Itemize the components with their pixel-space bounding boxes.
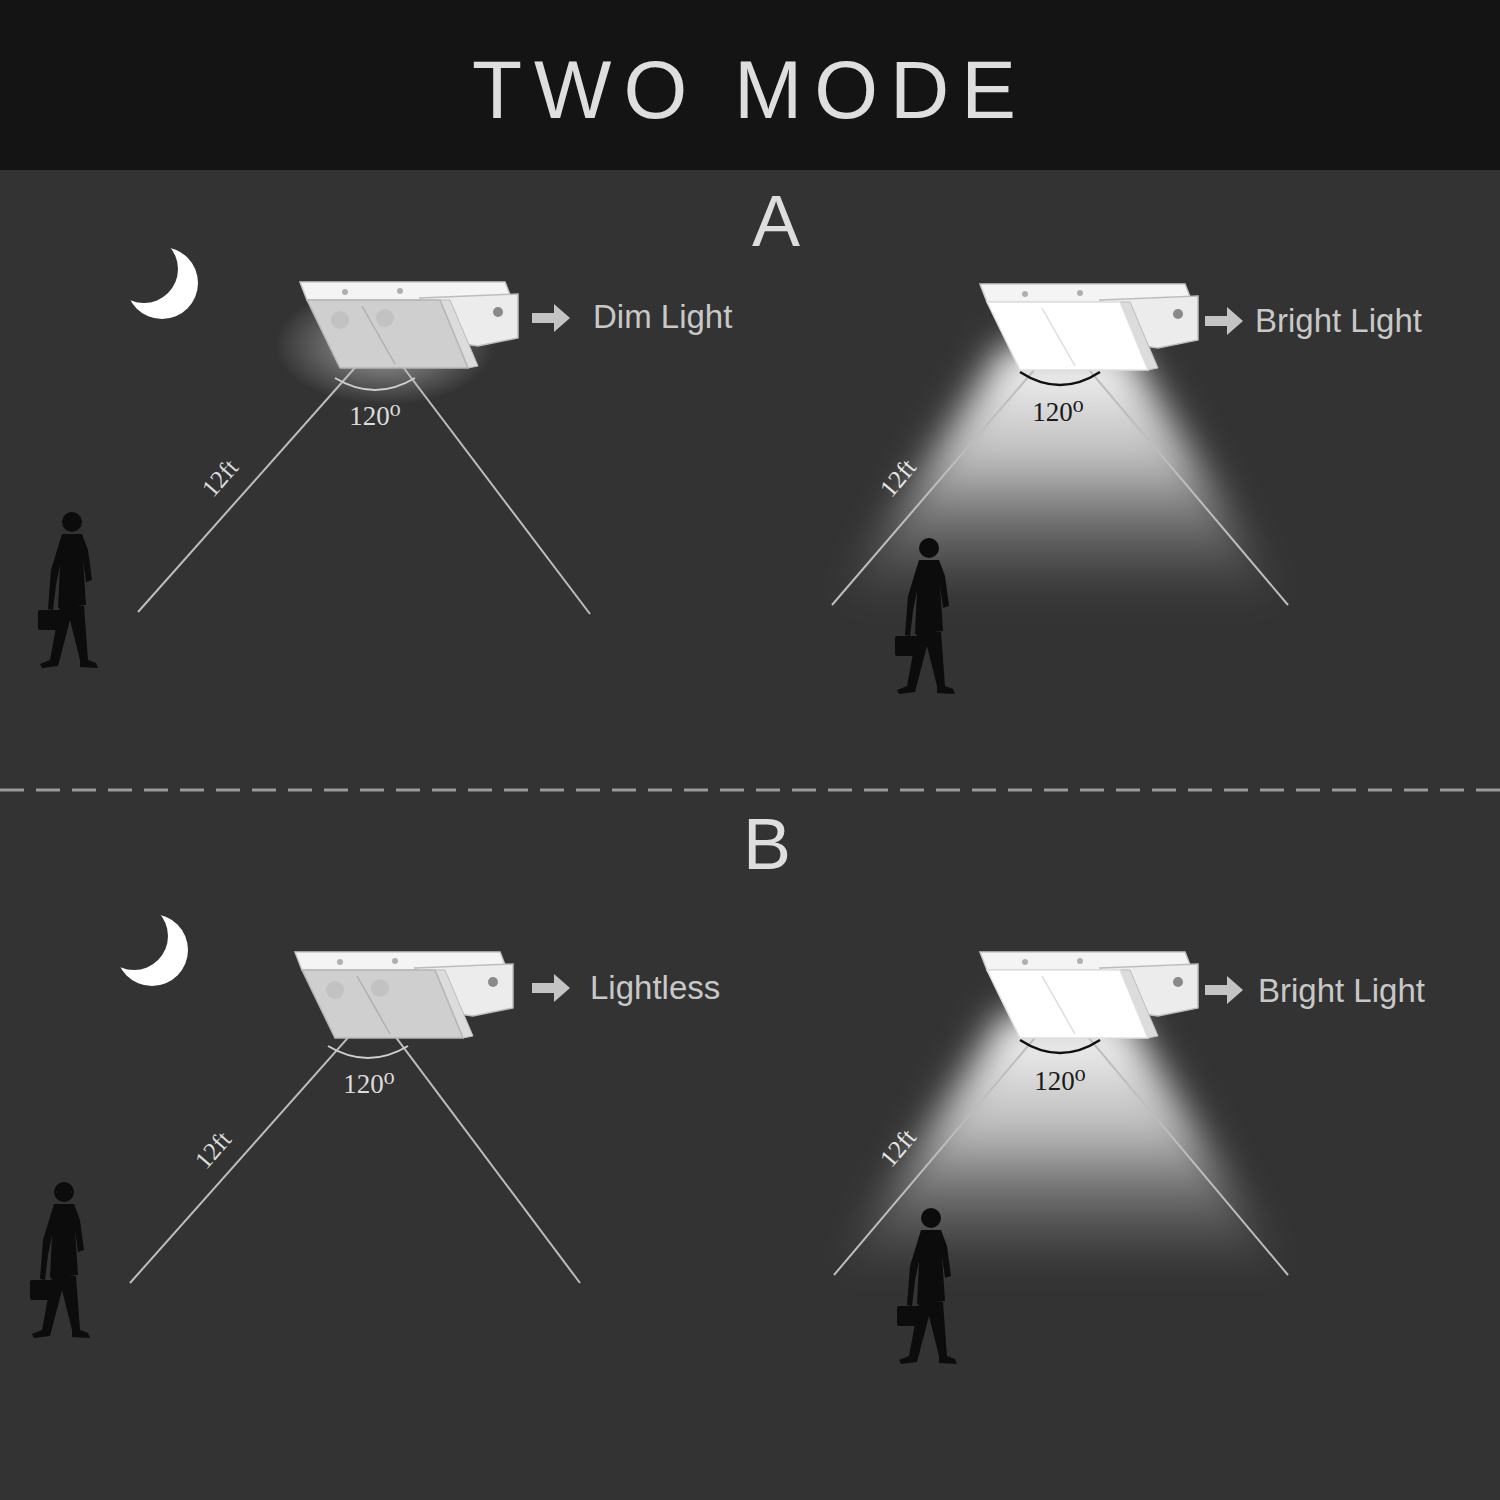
mode-label: Lightless <box>590 970 720 1006</box>
mode-label: Bright Light <box>1255 303 1422 339</box>
angle-label: 120⁰ <box>349 402 400 432</box>
page-title: TWO MODE <box>472 45 1028 135</box>
angle-label: 120⁰ <box>1032 398 1083 428</box>
mode-label: Dim Light <box>593 299 732 335</box>
panel-letter: A <box>752 182 800 261</box>
mode-label: Bright Light <box>1258 973 1425 1009</box>
distance-label: 12ft <box>194 452 245 505</box>
angle-label: 120⁰ <box>343 1070 394 1100</box>
panel-letter: B <box>743 805 791 884</box>
angle-label: 120⁰ <box>1034 1067 1085 1097</box>
